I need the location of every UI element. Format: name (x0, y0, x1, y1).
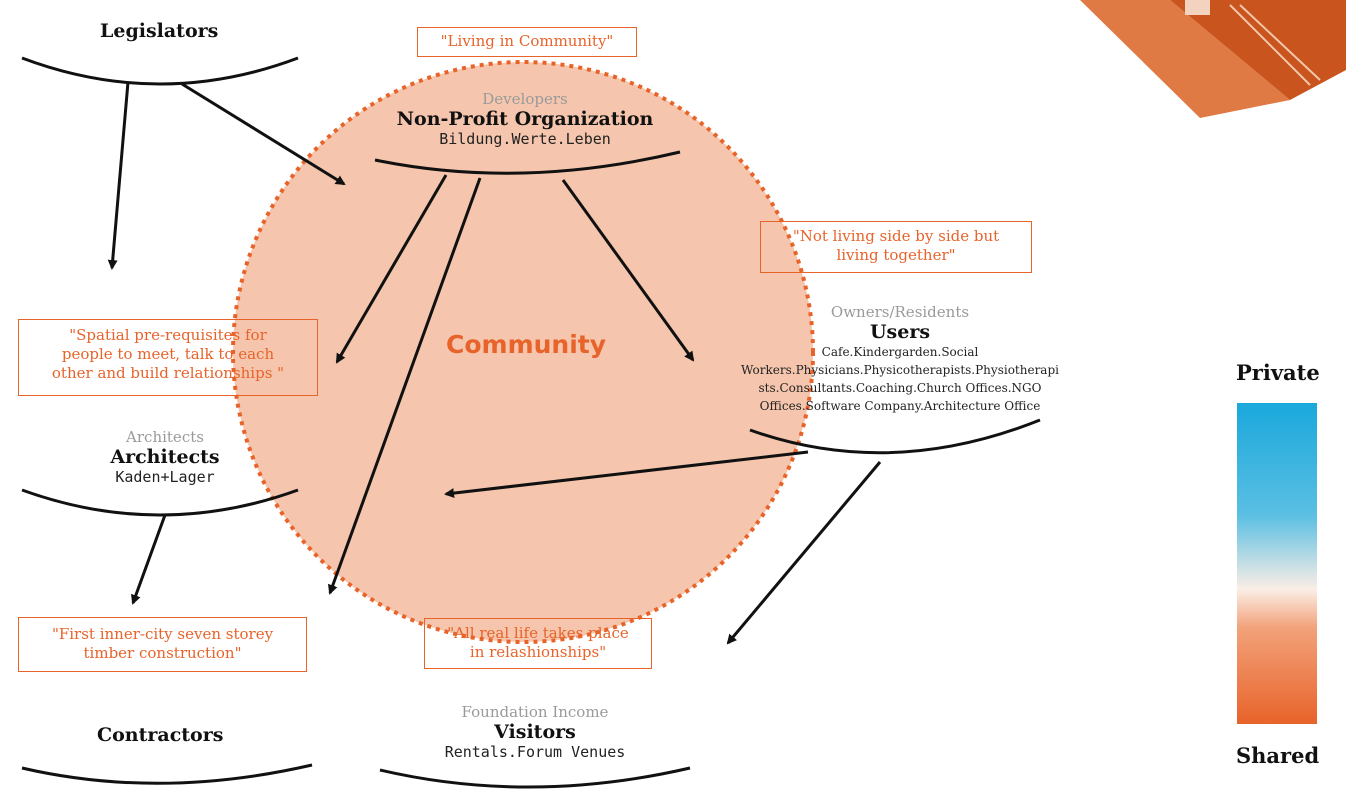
developers-arc (374, 150, 681, 175)
developers-group: Developers Non-Profit Organization Bildu… (360, 90, 690, 148)
contractors-title: Contractors (97, 724, 224, 746)
developers-role: Developers (482, 90, 568, 108)
quote-not-side-by-side: "Not living side by side but living toge… (760, 221, 1032, 273)
architects-title: Architects (110, 446, 220, 468)
legend-private-label: Private (1236, 360, 1320, 385)
quote-timber-construction: "First inner-city seven storey timber co… (18, 617, 307, 672)
users-arc (749, 418, 1041, 455)
arrow-architects-contractors (131, 514, 167, 605)
visitors-group: Foundation Income Visitors Rentals.Forum… (400, 703, 670, 761)
quote-text: "First inner-city seven storey (51, 625, 274, 643)
users-sub-line: sts.Consultants.Coaching.Church Offices.… (758, 381, 1042, 395)
quote-spatial-prerequisites: "Spatial pre-requisites for people to me… (18, 319, 318, 396)
visitors-title: Visitors (494, 721, 576, 743)
quote-text: "All real life takes place (447, 624, 629, 642)
architects-role: Architects (126, 428, 204, 446)
architects-group: Architects Architects Kaden+Lager (60, 428, 270, 486)
relationship-arrows (107, 81, 882, 645)
quote-text: "Not living side by side but (792, 227, 1000, 245)
arrow-legislators-community (181, 82, 346, 186)
quote-text: "Spatial pre-requisites for (69, 326, 267, 344)
legend-shared-label: Shared (1236, 743, 1320, 768)
visitors-sub: Rentals.Forum Venues (444, 743, 626, 761)
quote-text: timber construction" (83, 644, 242, 662)
users-sub-line: Cafe.Kindergarden.Social (821, 345, 979, 359)
visitors-role: Foundation Income (461, 703, 609, 721)
quote-text: in relashionships" (469, 643, 607, 661)
arrow-users-visitors (726, 461, 882, 645)
users-group: Owners/Residents Users Cafe.Kindergarden… (680, 303, 1120, 415)
contractors-arc (21, 763, 313, 785)
arrow-developers-contractors (328, 177, 482, 595)
visitors-arc (379, 766, 691, 789)
group-arcs (21, 56, 1041, 789)
arrow-users-community (444, 450, 809, 499)
quote-text: people to meet, talk to each (61, 345, 275, 363)
building-illustration (1080, 0, 1346, 118)
users-sub-line: Offices.Software Company.Architecture Of… (759, 399, 1041, 413)
users-sub-line: Workers.Physicians.Physicotherapists.Phy… (741, 363, 1059, 377)
quote-real-life: "All real life takes place in relashions… (424, 618, 652, 669)
users-title: Users (869, 321, 931, 343)
architects-arc (21, 488, 299, 517)
quote-text: living together" (836, 246, 956, 264)
quote-text: "Living in Community" (440, 32, 614, 50)
users-role: Owners/Residents (830, 303, 970, 321)
legislators-arc (21, 56, 299, 86)
community-label: Community (446, 330, 607, 359)
arrow-developers-users (561, 179, 695, 362)
arrow-developers-architects (335, 174, 448, 364)
quote-living-in-community: "Living in Community" (417, 27, 637, 57)
legislators-title: Legislators (100, 20, 219, 42)
legend-gradient-bar (1237, 403, 1317, 724)
developers-title: Non-Profit Organization (396, 108, 654, 130)
developers-sub: Bildung.Werte.Leben (439, 130, 611, 148)
community-circle (231, 60, 815, 644)
users-sub: Cafe.Kindergarden.Social Workers.Physici… (680, 343, 1120, 415)
quote-text: other and build relationships " (51, 364, 285, 382)
arrow-legislators-down (107, 81, 130, 270)
architects-sub: Kaden+Lager (115, 468, 215, 486)
